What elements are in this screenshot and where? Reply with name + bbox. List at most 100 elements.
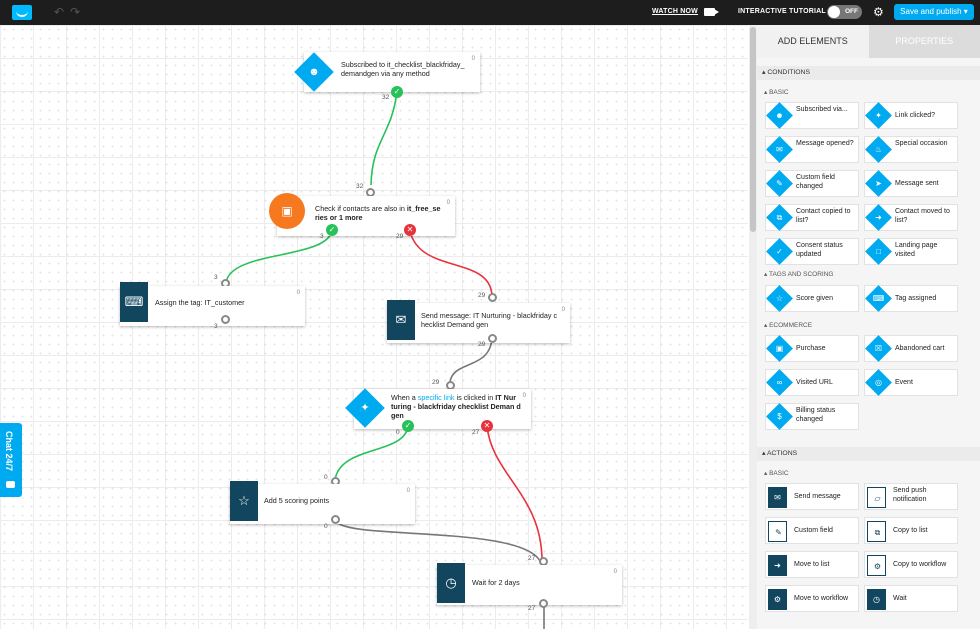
edge-count: 0 (324, 474, 328, 481)
node-check-contacts[interactable]: ▣ Check if contacts are also in it_free_… (269, 193, 455, 236)
element-label: Custom field changed (796, 174, 835, 190)
element-tag-assigned[interactable]: ⌨Tag assigned (864, 285, 958, 312)
edge-count: 0 (324, 523, 328, 530)
element-contact-moved[interactable]: ➜Contact moved to list? (864, 204, 958, 231)
yes-check-icon[interactable]: ✓ (326, 224, 338, 236)
scrollbar-thumb[interactable] (750, 27, 756, 232)
section-conditions[interactable]: ▴ CONDITIONS (757, 66, 980, 80)
element-consent-status[interactable]: ✓Consent status updated (765, 238, 859, 265)
action-copy-to-list[interactable]: ⧉Copy to list (864, 517, 958, 544)
element-abandoned-cart[interactable]: ☒Abandoned cart (864, 335, 958, 362)
action-copy-to-workflow[interactable]: ⚙Copy to workflow (864, 551, 958, 578)
element-label: Link clicked? (895, 112, 936, 119)
element-label: Contact copied to list? (796, 208, 851, 224)
element-event[interactable]: ◎Event (864, 369, 958, 396)
envelope-icon: ✉ (387, 300, 415, 340)
element-message-sent[interactable]: ➤Message sent (864, 170, 958, 197)
element-custom-field-changed[interactable]: ✎Custom field changed (765, 170, 859, 197)
element-subscribed-via[interactable]: ☻Subscribed via... (765, 102, 859, 129)
action-send-message[interactable]: ✉Send message (765, 483, 859, 510)
connector-dot[interactable] (331, 515, 340, 524)
element-label: Landing page visited (895, 242, 938, 258)
redo-icon[interactable]: ↷ (70, 5, 81, 19)
node-wait[interactable]: ◷ Wait for 2 days 0 (437, 563, 622, 605)
check-text-a: Check if contacts are also in (315, 204, 407, 213)
gear-icon[interactable]: ⚙ (873, 5, 884, 19)
link-text-c: IT Nur turing - blackfriday checklist De… (391, 393, 521, 420)
no-cross-icon[interactable]: ✕ (481, 420, 493, 432)
element-label: Special occasion (895, 140, 948, 147)
element-label: Billing status changed (796, 407, 836, 423)
element-contact-copied[interactable]: ⧉Contact copied to list? (765, 204, 859, 231)
subsection-ecommerce-label: ECOMMERCE (769, 322, 813, 329)
edge-count: 0 (396, 429, 400, 436)
getresponse-logo[interactable] (12, 5, 32, 20)
element-message-opened[interactable]: ✉Message opened? (765, 136, 859, 163)
connector-dot[interactable] (488, 334, 497, 343)
edge-count: 27 (472, 429, 480, 436)
subsection-actions-basic[interactable]: ▴ BASIC (764, 470, 789, 477)
action-move-to-list[interactable]: ➜Move to list (765, 551, 859, 578)
node-send-text: Send message: IT Nurturing - blackfriday… (421, 311, 558, 329)
node-link-clicked[interactable]: ✦ When a specific link is clicked in IT … (345, 388, 531, 429)
element-label: Event (895, 379, 913, 386)
no-cross-icon[interactable]: ✕ (404, 224, 416, 236)
workflow-canvas[interactable]: ☻ Subscribed to it_checklist_blackfriday… (0, 25, 748, 629)
element-visited-url[interactable]: ∞Visited URL (765, 369, 859, 396)
watch-now-link[interactable]: WATCH NOW (652, 8, 698, 15)
yes-check-icon[interactable]: ✓ (402, 420, 414, 432)
element-billing-status[interactable]: $Billing status changed (765, 403, 859, 430)
section-conditions-label: CONDITIONS (767, 69, 810, 76)
subsection-basic-label: BASIC (769, 89, 789, 96)
element-label: Subscribed via... (796, 106, 848, 113)
node-subscribed[interactable]: ☻ Subscribed to it_checklist_blackfriday… (294, 52, 480, 92)
section-actions[interactable]: ▴ ACTIONS (757, 447, 980, 461)
top-bar: ↶ ↷ WATCH NOW INTERACTIVE TUTORIAL OFF ⚙… (0, 0, 980, 25)
canvas-scrollbar[interactable] (749, 25, 757, 629)
node-score-text: Add 5 scoring points (264, 496, 330, 505)
edge-count: 29 (432, 379, 440, 386)
tab-add-elements[interactable]: ADD ELEMENTS (757, 25, 869, 58)
save-and-publish-button[interactable]: Save and publish ▾ (894, 4, 974, 20)
edge-count: 3 (214, 323, 218, 330)
connector-dot[interactable] (488, 293, 497, 302)
element-label: Contact moved to list? (895, 208, 950, 224)
action-send-push[interactable]: ▱Send push notification (864, 483, 958, 510)
connector-dot[interactable] (221, 315, 230, 324)
node-count: 0 (296, 290, 300, 296)
node-add-scoring[interactable]: ☆ Add 5 scoring points 0 (230, 481, 415, 524)
node-subscribed-text: Subscribed to it_checklist_blackfriday_ … (341, 60, 465, 78)
element-special-occasion[interactable]: ♨Special occasion (864, 136, 958, 163)
action-custom-field[interactable]: ✎Custom field (765, 517, 859, 544)
chat-247-button[interactable]: Chat 24/7 (0, 423, 22, 497)
subsection-tags-scoring[interactable]: ▴ TAGS AND SCORING (764, 271, 834, 278)
element-link-clicked[interactable]: ✦Link clicked? (864, 102, 958, 129)
edge-count: 32 (382, 94, 390, 101)
action-move-to-workflow[interactable]: ⚙Move to workflow (765, 585, 859, 612)
section-actions-label: ACTIONS (766, 450, 798, 457)
element-label: Tag assigned (895, 295, 937, 302)
element-score-given[interactable]: ☆Score given (765, 285, 859, 312)
tab-properties[interactable]: PROPERTIES (868, 25, 980, 58)
tutorial-toggle[interactable]: OFF (827, 5, 862, 19)
star-icon: ☆ (230, 481, 258, 521)
video-camera-icon[interactable] (704, 8, 719, 16)
node-assign-tag[interactable]: ⌨ Assign the tag: IT_customer 0 (120, 282, 305, 326)
node-wait-text: Wait for 2 days (472, 578, 520, 587)
specific-link[interactable]: specific link (417, 393, 455, 402)
element-landing-page-visited[interactable]: □Landing page visited (864, 238, 958, 265)
node-count: 0 (471, 56, 475, 62)
edge-count: 29 (478, 341, 486, 348)
connector-dot[interactable] (539, 599, 548, 608)
action-wait[interactable]: ◷Wait (864, 585, 958, 612)
interactive-tutorial-label: INTERACTIVE TUTORIAL (738, 8, 826, 15)
undo-icon[interactable]: ↶ (54, 5, 65, 19)
subsection-tags-label: TAGS AND SCORING (768, 271, 834, 278)
tag-icon: ⌨ (120, 282, 148, 322)
subsection-basic[interactable]: ▴ BASIC (764, 89, 789, 96)
subsection-ecommerce[interactable]: ▴ ECOMMERCE (764, 322, 813, 329)
edge-count: 3 (320, 233, 324, 240)
node-send-message[interactable]: ✉ Send message: IT Nurturing - blackfrid… (387, 300, 570, 343)
yes-check-icon[interactable]: ✓ (391, 86, 403, 98)
element-purchase[interactable]: ▣Purchase (765, 335, 859, 362)
